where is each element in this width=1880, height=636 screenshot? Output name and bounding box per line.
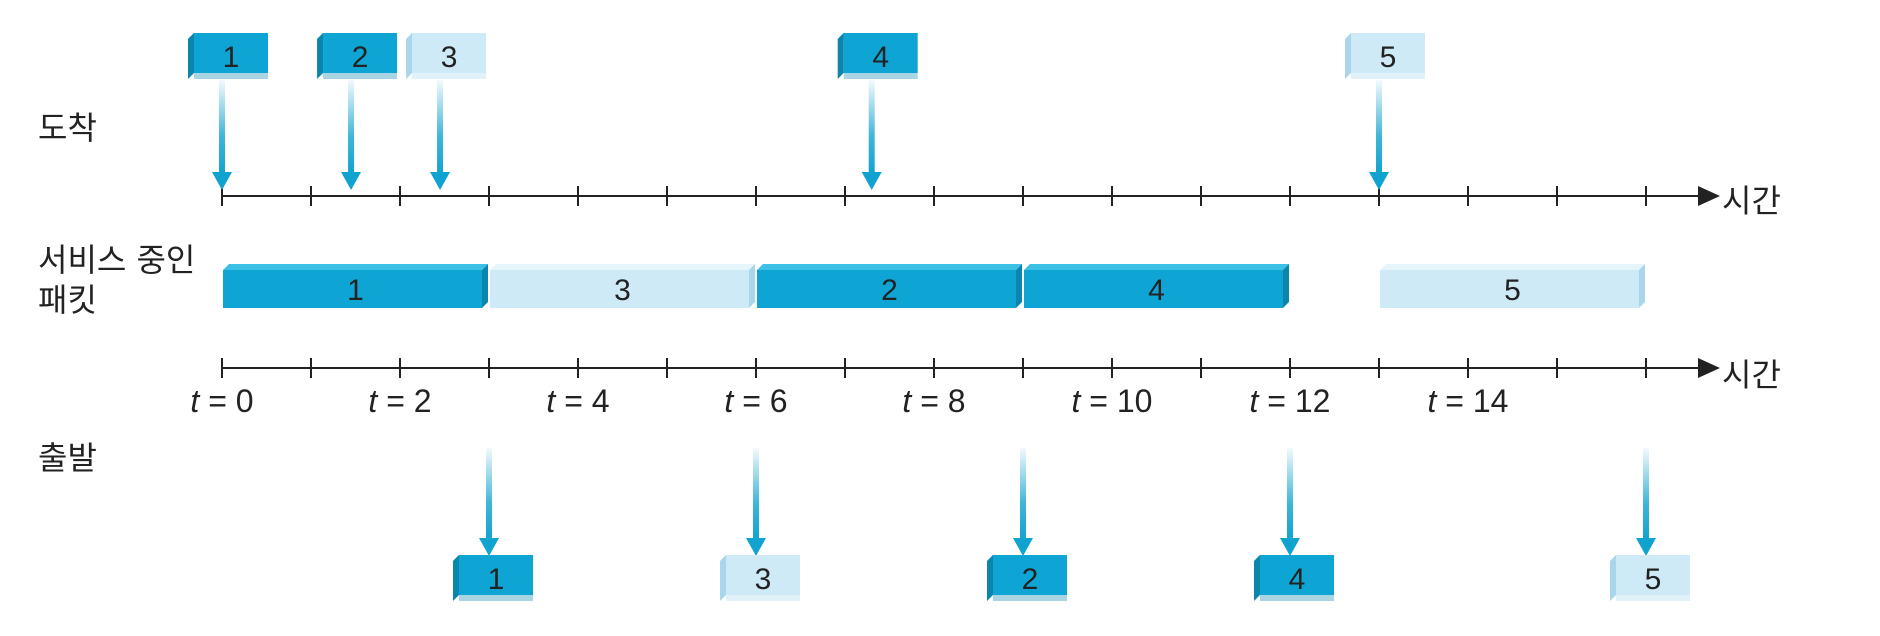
departure-packet-5: 5 <box>1610 555 1690 601</box>
svg-text:3: 3 <box>755 563 772 596</box>
top-axis-end-label: 시간 <box>1722 182 1781 220</box>
departure-packet-3: 3 <box>720 555 800 601</box>
departure-arrow-1-shaft <box>486 448 492 540</box>
arrival-arrow-1-shaft <box>219 80 225 174</box>
top-time-axis-arrowhead <box>1698 186 1720 206</box>
departure-arrow-3-head <box>746 538 766 556</box>
arrival-arrow-5-shaft <box>1376 80 1382 174</box>
svg-text:5: 5 <box>1504 274 1521 307</box>
arrival-packet-2: 2 <box>317 33 398 79</box>
arrival-packet-1: 1 <box>188 33 268 79</box>
arrival-arrow-2-head <box>341 172 362 190</box>
service-label-line2: 패킷 <box>38 281 97 319</box>
service-label-line1: 서비스 중인 <box>38 241 196 279</box>
arrival-arrow-1-head <box>212 172 232 190</box>
departure-packet-1: 1 <box>453 555 533 601</box>
tick-label: t = 12 <box>1250 383 1331 419</box>
svg-text:4: 4 <box>1148 274 1165 307</box>
svg-text:5: 5 <box>1380 41 1397 74</box>
arrival-arrow-4-head <box>861 172 882 190</box>
svg-text:2: 2 <box>352 41 369 74</box>
tick-label: t = 2 <box>368 383 431 419</box>
svg-text:2: 2 <box>881 274 898 307</box>
departure-packet-2: 2 <box>987 555 1067 601</box>
arrival-packet-5: 5 <box>1345 33 1425 79</box>
svg-text:4: 4 <box>1289 563 1306 596</box>
service-bar-5: 5 <box>1380 264 1645 308</box>
departure-arrow-5-head <box>1636 538 1656 556</box>
svg-text:1: 1 <box>223 41 240 74</box>
departure-arrow-2-shaft <box>1020 448 1026 540</box>
departure-label: 출발 <box>38 439 97 477</box>
departure-arrow-4-shaft <box>1287 448 1293 540</box>
arrival-arrow-4-shaft <box>868 80 875 174</box>
bottom-time-axis-arrowhead <box>1698 358 1720 378</box>
service-bar-4: 4 <box>1024 264 1289 308</box>
departure-arrow-5-shaft <box>1643 448 1649 540</box>
departure-arrow-1-head <box>479 538 499 556</box>
svg-text:3: 3 <box>614 274 631 307</box>
service-bar-2: 2 <box>757 264 1022 308</box>
service-bar-3: 3 <box>490 264 755 308</box>
arrival-label: 도착 <box>38 109 97 147</box>
svg-text:3: 3 <box>441 41 458 74</box>
svg-text:5: 5 <box>1645 563 1662 596</box>
svg-text:2: 2 <box>1022 563 1039 596</box>
tick-label: t = 8 <box>902 383 965 419</box>
departure-packet-4: 4 <box>1254 555 1334 601</box>
arrival-arrow-5-head <box>1369 172 1389 190</box>
arrival-arrow-2-shaft <box>348 80 355 174</box>
tick-label: t = 6 <box>724 383 787 419</box>
arrival-packet-3: 3 <box>406 33 487 79</box>
service-bar-1: 1 <box>223 264 488 308</box>
arrival-arrow-3-head <box>430 172 451 190</box>
departure-arrow-3-shaft <box>753 448 759 540</box>
departure-arrow-2-head <box>1013 538 1033 556</box>
service-label: 서비스 중인 패킷 <box>38 240 195 320</box>
arrival-arrow-3-shaft <box>437 80 444 174</box>
arrival-packet-4: 4 <box>837 33 918 79</box>
svg-text:1: 1 <box>488 563 505 596</box>
svg-text:4: 4 <box>872 41 889 74</box>
tick-label: t = 4 <box>546 383 609 419</box>
bottom-axis-end-label: 시간 <box>1722 356 1781 394</box>
departure-arrow-4-head <box>1280 538 1300 556</box>
tick-label: t = 10 <box>1072 383 1153 419</box>
svg-text:1: 1 <box>347 274 364 307</box>
tick-label: t = 14 <box>1428 383 1509 419</box>
tick-label: t = 0 <box>190 383 253 419</box>
